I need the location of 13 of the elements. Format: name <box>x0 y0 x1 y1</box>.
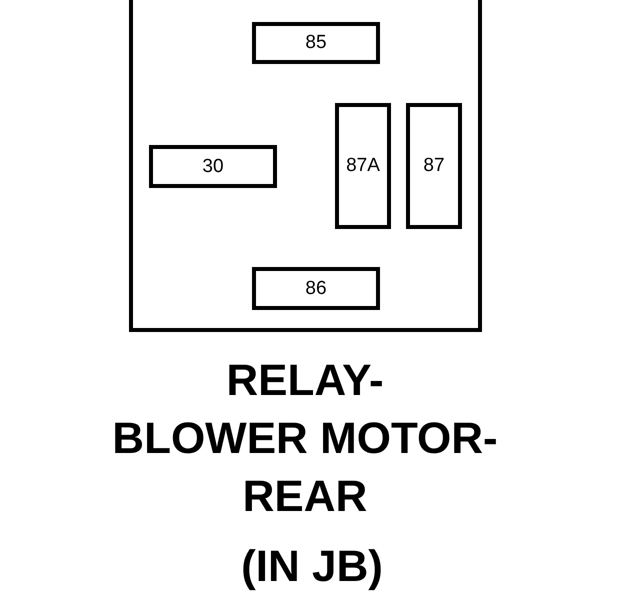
note-label: (IN JB) <box>241 541 383 593</box>
terminal-number: 87 <box>423 155 445 177</box>
caption: RELAY- BLOWER MOTOR- REAR <box>111 355 499 523</box>
terminal-number: 85 <box>305 32 327 54</box>
terminal-number: 86 <box>305 278 327 300</box>
terminal-slot <box>149 145 277 188</box>
terminal-number: 30 <box>202 156 224 178</box>
terminal-slot <box>252 267 380 310</box>
terminal-slot <box>406 103 462 229</box>
relay-outline <box>129 0 482 332</box>
terminal-slot <box>252 22 380 64</box>
terminal-number: 87A <box>346 155 380 177</box>
terminal-slot <box>335 103 391 229</box>
